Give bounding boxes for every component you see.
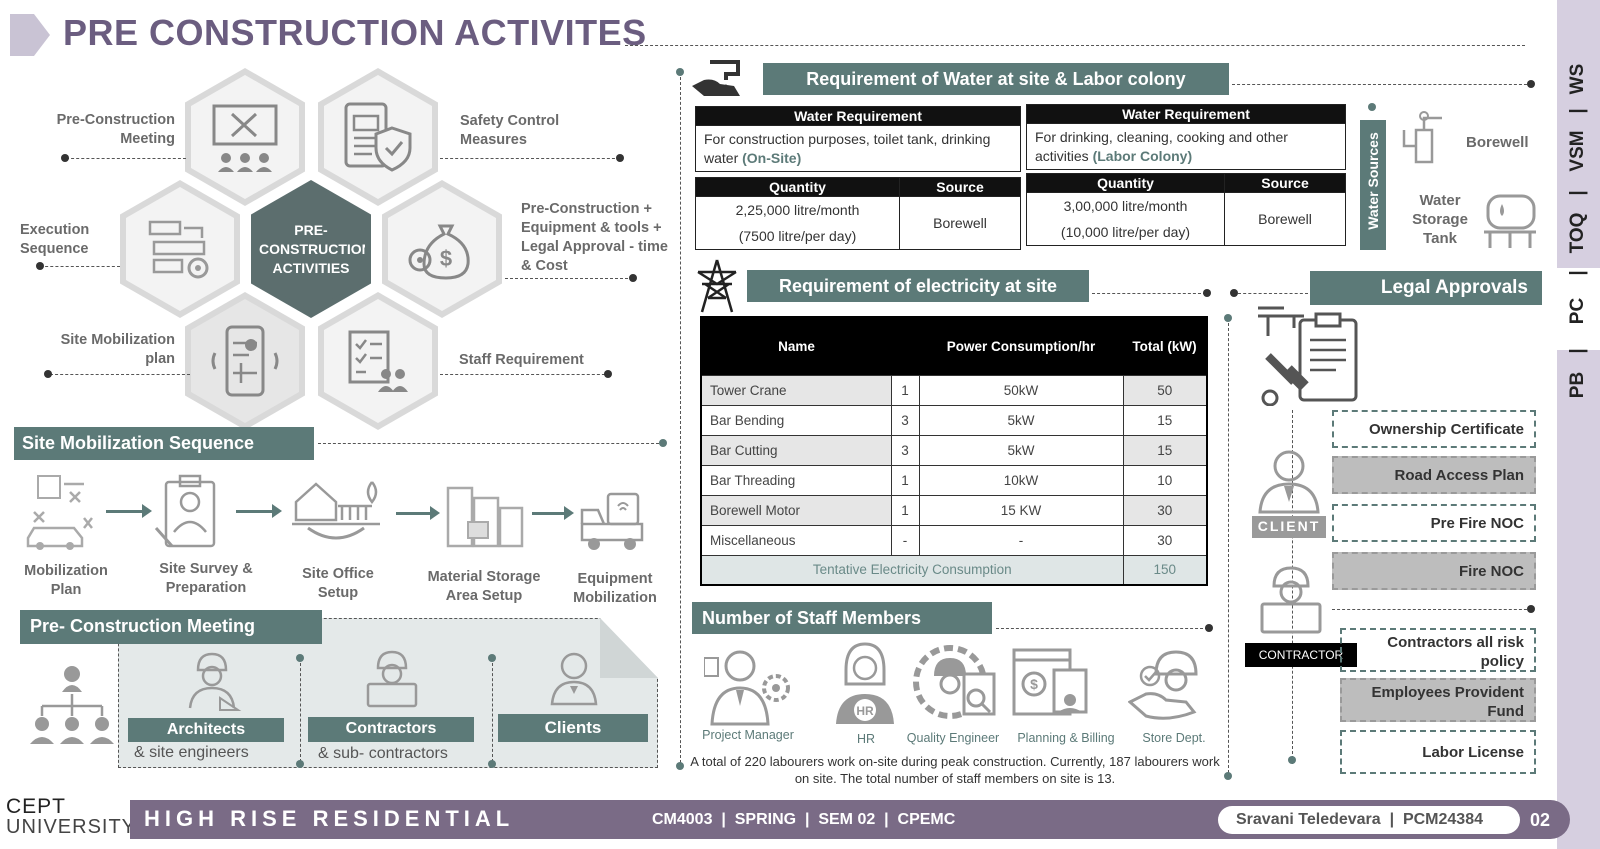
borewell-pump-icon [1402,111,1442,164]
water-source-borewell: Borewell [1466,134,1529,151]
electricity-table: Name Power Consumption/hr Total (kW) Tow… [700,316,1208,586]
footer-logo-top: CEPT [6,795,67,818]
hex-label-staff-requirement: Staff Requirement [459,352,584,368]
transmission-tower-icon [697,259,737,313]
side-tab-pb[interactable]: PB [1567,371,1588,399]
client-icon [550,652,598,706]
water-hand-icon [692,60,740,96]
footer-author-pill [1218,806,1520,834]
hr-person-icon: HR [836,642,894,724]
map-plan-icon [26,475,93,550]
billing-icon: $ [1012,648,1088,716]
step-mobilization-plan: Mobilization Plan [24,563,108,598]
quality-engineer-icon [913,645,996,719]
water-sources-label: Water Sources [1360,120,1386,250]
legal-employees-provident-fund: Employees Provident Fund [1340,678,1536,722]
manager-gear-icon [704,650,790,726]
hex-label-execution-sequence: Execution Sequence [20,222,90,257]
water-tank-icon [1484,194,1536,248]
step-material-storage: Material Storage Area Setup [427,569,541,604]
svg-text:HR: HR [856,704,874,718]
contractor-icon [366,650,418,708]
surveyor-icon [154,474,216,548]
footer-course: CM4003 | SPRING | SEM 02 | CPEMC [652,811,956,828]
hex-center-label: PRE-CONSTRUCTION ACTIVITIES [259,221,372,276]
store-hand-icon [1128,650,1198,720]
side-tab-pc-highlight [1557,268,1600,350]
side-tab-toq[interactable]: TOQ [1567,212,1588,254]
meeting-group-clients: Clients [498,714,648,742]
mobile-map-icon [211,325,279,397]
safety-shield-icon [344,102,412,172]
hex-label-equipment-legal: Pre-Construction + Equipment & tools + L… [521,201,668,274]
water-heading: Requirement of Water at site & Labor col… [763,63,1229,95]
legal-labor-license: Labor License [1340,730,1536,774]
title-arrow-icon [10,14,50,56]
footer-logo-bottom: UNIVERSITY [6,816,137,838]
staff-hr: HR [856,732,876,746]
legal-heading: Legal Approvals [1310,271,1542,305]
legal-pre-fire-noc: Pre Fire NOC [1332,504,1536,542]
site-office-icon [292,481,380,540]
presentation-tools-icon [212,104,278,172]
flow-arrow-icon [396,512,434,515]
legal-fire-noc: Fire NOC [1332,552,1536,590]
equipment-truck-icon [580,492,644,550]
flow-arrow-icon [532,512,568,515]
legal-ownership-certificate: Ownership Certificate [1332,410,1536,448]
step-equipment-mobilization: Equipment Mobilization [573,571,657,606]
org-chart-icon [30,666,114,744]
storage-icon [446,486,524,548]
hex-label-site-mobilization-plan: Site Mobilization plan [60,332,175,367]
water-table-labor: Water Requirement For drinking, cleaning… [1026,104,1346,246]
money-bag-icon: $ [408,224,470,280]
step-site-survey: Site Survey & Preparation [159,561,253,596]
flow-arrow-icon [106,510,146,513]
footer-author: Sravani Teledevara | PCM24384 [1236,811,1483,828]
step-site-office: Site Office Setup [302,566,374,601]
side-tabs-panel [1557,0,1600,849]
meeting-heading: Pre- Construction Meeting [20,610,322,644]
meeting-group-architects-sub: & site engineers [134,744,249,761]
staff-heading: Number of Staff Members [692,602,992,634]
svg-text:$: $ [1030,676,1038,692]
legal-contractors-risk-policy: Contractors all risk policy [1340,628,1536,672]
architect-icon [188,652,242,711]
contractor-badge: CONTRACTOR [1245,643,1357,667]
staff-planning-billing: Planning & Billing [1017,731,1115,745]
side-tab-vsm[interactable]: VSM [1567,130,1588,172]
checklist-people-icon [348,330,408,392]
staff-quality-engineer: Quality Engineer [906,731,1000,745]
legal-road-access-plan: Road Access Plan [1332,456,1536,494]
staff-project-manager: Project Manager [702,728,794,742]
col-name: Name [701,317,891,375]
meeting-group-contractors: Contractors [308,717,474,742]
col-power: Power Consumption/hr [919,317,1123,375]
client-badge: CLIENT [1252,516,1326,538]
water-table-onsite: Water Requirement For construction purpo… [695,106,1021,250]
site-mobilization-heading: Site Mobilization Sequence [14,427,314,460]
water-source-tank: Water Storage Tank [1412,192,1468,247]
meeting-group-contractors-sub: & sub- contractors [318,745,448,762]
staff-note: A total of 220 labourers work on-site du… [690,754,1220,786]
footer-page-number: 02 [1530,810,1551,830]
footer-project-title: HIGH RISE RESIDENTIAL [144,806,515,831]
contractor-person-icon [1260,566,1322,634]
client-person-icon [1258,450,1320,514]
col-total: Total (kW) [1123,317,1207,375]
meeting-group-architects: Architects [128,718,284,742]
svg-text:$: $ [440,246,452,271]
electricity-heading: Requirement of electricity at site [747,270,1089,302]
hex-label-safety-control: Safety Control Measures [460,113,560,148]
hex-label-pre-construction-meeting: Pre-Construction Meeting [56,112,175,147]
flow-arrow-icon [236,510,276,513]
sequence-gear-icon [148,220,209,279]
page-title: PRE CONSTRUCTION ACTIVITES [63,12,647,53]
side-tab-ws[interactable]: WS [1567,63,1588,95]
staff-store-dept: Store Dept. [1142,731,1206,745]
side-tab-pc[interactable]: PC [1567,297,1588,325]
legal-document-icon [1258,306,1358,406]
